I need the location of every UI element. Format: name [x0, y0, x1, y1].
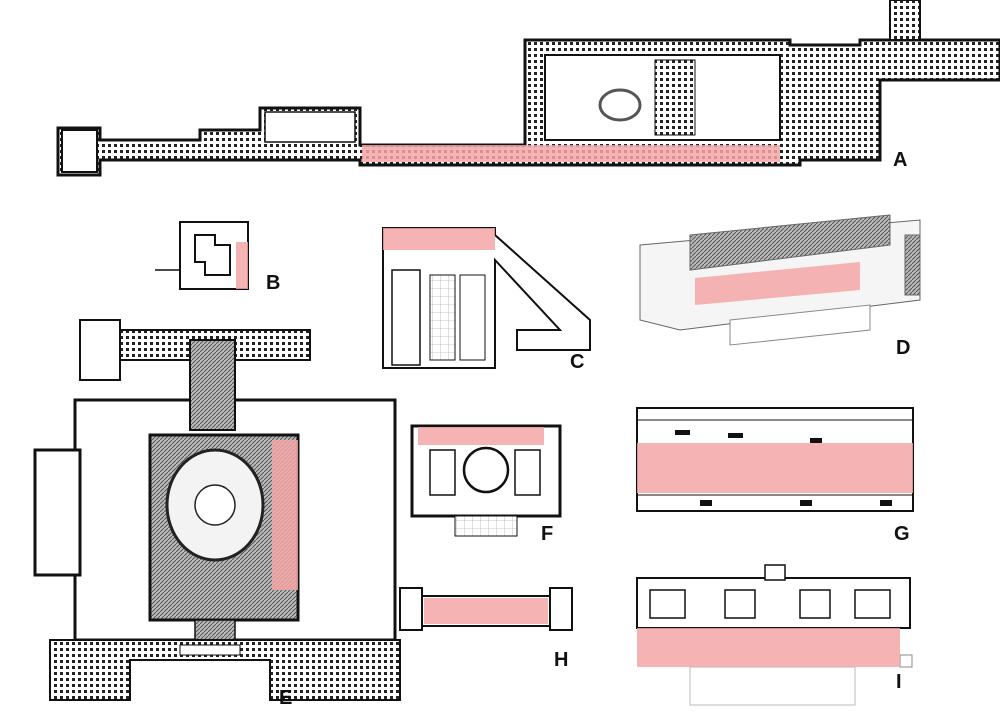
plan-i-highlight	[637, 628, 900, 667]
plan-d-highlight	[695, 262, 860, 305]
plan-a-highlight	[362, 145, 780, 162]
label-c: C	[570, 351, 585, 373]
plan-e	[33, 319, 401, 701]
plan-i	[636, 564, 913, 706]
label-d: D	[896, 337, 911, 359]
plan-f	[410, 424, 562, 537]
plan-h-highlight	[424, 598, 548, 624]
label-h: H	[554, 649, 569, 671]
plan-f-highlight	[418, 427, 544, 445]
plan-c-highlight	[383, 228, 495, 250]
plan-b	[155, 221, 249, 290]
label-a: A	[893, 149, 908, 171]
label-i: I	[896, 671, 902, 693]
plan-g-highlight	[637, 443, 913, 493]
label-g: G	[894, 523, 910, 545]
plan-h	[399, 587, 573, 631]
plan-e-highlight	[272, 440, 298, 590]
plan-d	[639, 214, 921, 346]
label-e: E	[279, 687, 293, 709]
plan-b-highlight	[236, 242, 248, 289]
label-b: B	[266, 272, 281, 294]
plan-c	[382, 227, 591, 369]
plan-a	[56, 0, 1000, 177]
plan-g	[636, 407, 914, 512]
label-f: F	[541, 523, 554, 545]
